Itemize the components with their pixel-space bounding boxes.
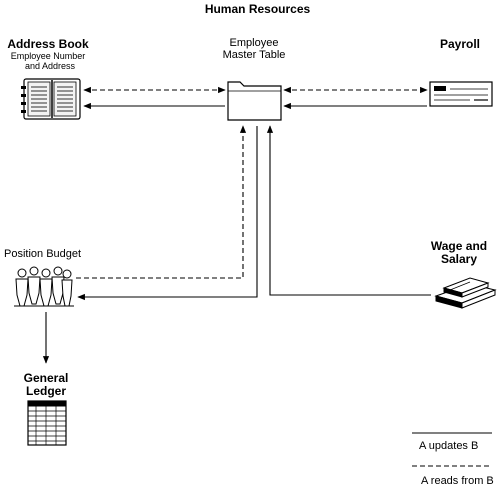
connector-master-updates-positionbudget [77,126,258,301]
wage-salary-label-1: Wage and [430,239,488,253]
people-icon [14,266,74,307]
position-budget-title: Position Budget [4,248,82,260]
connector-wage-updates-master [266,125,431,296]
ledger-sheet-icon [27,400,67,446]
payroll-title: Payroll [439,37,481,51]
folder-icon [227,81,282,121]
legend-reads-label: A reads from B [421,475,494,487]
diagram-title: Human Resources [204,2,311,16]
general-ledger-label-2: Ledger [25,384,66,398]
employee-master-label-1: Employee [229,37,279,49]
address-book-subtitle-2: and Address [24,61,76,71]
money-stack-icon [434,277,497,309]
connector-positionbudget-reads-master [76,125,247,279]
check-icon [429,81,493,107]
legend-updates-label: A updates B [419,440,479,452]
wage-salary-label-2: Salary [440,252,478,266]
address-book-subtitle-1: Employee Number [10,51,86,61]
address-book-icon [21,78,81,120]
address-book-title: Address Book [7,37,89,51]
employee-master-label-2: Master Table [222,49,286,61]
general-ledger-label-1: General [23,371,69,385]
